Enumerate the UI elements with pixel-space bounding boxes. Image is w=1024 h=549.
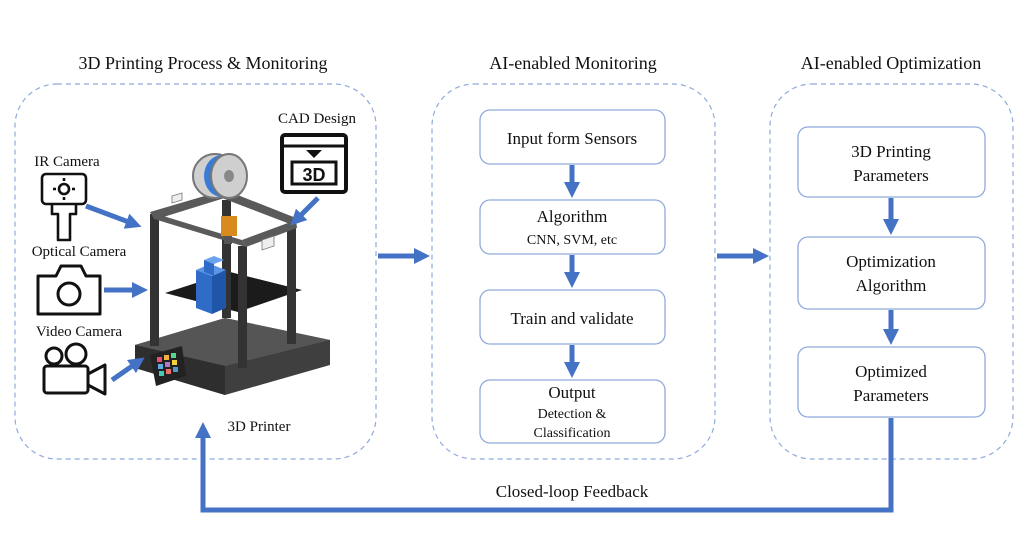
cad-icon-text: 3D	[302, 165, 325, 185]
arrow-ir-to-printer	[85, 203, 142, 229]
panel-title-process: 3D Printing Process & Monitoring	[78, 53, 327, 73]
panel-monitoring	[431, 83, 716, 460]
box-algorithm	[479, 199, 666, 255]
box-algorithm-subtitle: CNN, SVM, etc	[527, 233, 617, 248]
box-train-validate-text: Train and validate	[510, 309, 633, 328]
ir-camera-icon	[40, 172, 88, 242]
box-output-line3: Classification	[534, 426, 611, 441]
box-output-line2: Detection &	[538, 407, 607, 422]
panel-title-monitoring: AI-enabled Monitoring	[489, 53, 656, 73]
box-printing-parameters-line2: Parameters	[853, 166, 929, 185]
box-output-title: Output	[548, 383, 596, 402]
box-train-validate	[479, 289, 666, 345]
box-input-sensors-text: Input form Sensors	[507, 129, 637, 148]
box-optimization-algorithm-line1: Optimization	[846, 252, 936, 271]
printer-label: 3D Printer	[228, 419, 291, 435]
box-optimized-parameters-line2: Parameters	[853, 386, 929, 405]
arrow-cad-to-printer	[290, 196, 320, 226]
box-output	[479, 379, 666, 444]
cad-design-label: CAD Design	[278, 111, 356, 127]
box-printing-parameters	[797, 126, 986, 198]
feedback-loop-arrow	[194, 418, 894, 513]
feedback-label: Closed-loop Feedback	[496, 482, 649, 501]
optical-camera-label: Optical Camera	[32, 244, 127, 260]
box-printing-parameters-line1: 3D Printing	[851, 142, 931, 161]
3d-printer-icon	[135, 153, 330, 395]
panel-title-optimization: AI-enabled Optimization	[801, 53, 981, 73]
box-algorithm-title: Algorithm	[537, 207, 608, 226]
video-camera-label: Video Camera	[36, 324, 122, 340]
box-input-sensors	[479, 109, 666, 165]
panel-process	[14, 83, 377, 460]
optical-camera-icon	[36, 264, 102, 316]
arrow-video-to-printer	[110, 357, 145, 383]
box-optimized-parameters	[797, 346, 986, 418]
box-optimization-algorithm	[797, 236, 986, 310]
box-optimization-algorithm-line2: Algorithm	[856, 276, 927, 295]
cad-design-icon: 3D	[280, 133, 348, 194]
box-optimized-parameters-line1: Optimized	[855, 362, 927, 381]
video-camera-icon	[42, 342, 107, 396]
ir-camera-label: IR Camera	[34, 154, 100, 170]
